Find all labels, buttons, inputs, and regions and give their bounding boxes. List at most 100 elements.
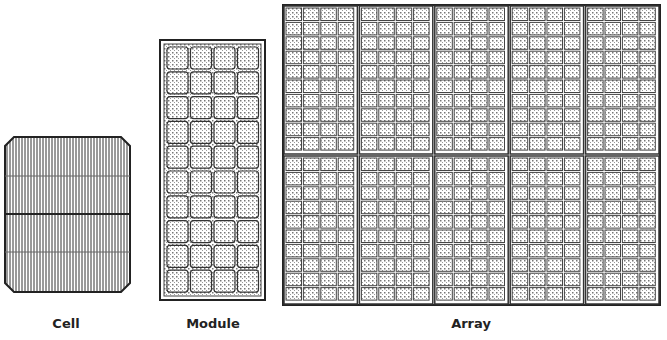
array-cell (564, 94, 580, 107)
array-cell (605, 94, 621, 107)
array-cell (338, 66, 354, 79)
array-cell (321, 94, 337, 107)
array-cell (414, 123, 430, 136)
array-cell (588, 80, 604, 93)
array-cell (530, 259, 546, 272)
array-cell (530, 288, 546, 301)
array-cell (489, 138, 505, 151)
array-cell (530, 273, 546, 286)
array-cell (530, 22, 546, 35)
array-cell (396, 288, 412, 301)
array-cell (338, 216, 354, 229)
array-cell (605, 216, 621, 229)
array-cell (472, 230, 488, 243)
array-cell (512, 216, 528, 229)
array-cell (286, 230, 302, 243)
array-cell (547, 172, 563, 185)
array-cell (489, 51, 505, 64)
array-cell (530, 37, 546, 50)
array-cell (321, 158, 337, 171)
array-cell (564, 288, 580, 301)
array-cell (286, 123, 302, 136)
array-cell (379, 172, 395, 185)
array-cell (472, 37, 488, 50)
array-cell (286, 172, 302, 185)
array-cell (414, 187, 430, 200)
array-cell (379, 288, 395, 301)
array-cell (379, 123, 395, 136)
module-cell (214, 196, 235, 218)
array-cell (588, 109, 604, 122)
array-cell (321, 244, 337, 257)
array-cell (564, 172, 580, 185)
array-cell (338, 230, 354, 243)
array-cell (564, 201, 580, 214)
module-cell (167, 270, 188, 292)
array-cell (605, 80, 621, 93)
module-cell (238, 196, 259, 218)
array-cell (379, 94, 395, 107)
array-cell (472, 259, 488, 272)
array-cell (622, 216, 638, 229)
array-cell (338, 187, 354, 200)
array-cell (640, 273, 656, 286)
module-cell (238, 221, 259, 243)
array-cell (396, 273, 412, 286)
solar-module (160, 40, 265, 300)
array-cell (379, 187, 395, 200)
array-cell (454, 158, 470, 171)
array-cell (437, 66, 453, 79)
array-cell (622, 66, 638, 79)
array-cell (605, 22, 621, 35)
array-module (435, 6, 508, 154)
array-cell (564, 259, 580, 272)
array-cell (564, 216, 580, 229)
array-cell (414, 158, 430, 171)
module-cell (167, 221, 188, 243)
array-cell (588, 51, 604, 64)
array-cell (303, 230, 319, 243)
array-cell (303, 94, 319, 107)
array-cell (338, 8, 354, 21)
array-cell (414, 216, 430, 229)
array-cell (622, 273, 638, 286)
array-cell (414, 259, 430, 272)
array-cell (605, 273, 621, 286)
array-cell (588, 230, 604, 243)
array-cell (303, 288, 319, 301)
array-cell (622, 158, 638, 171)
array-cell (454, 94, 470, 107)
array-cell (489, 158, 505, 171)
array-cell (454, 37, 470, 50)
array-cell (361, 138, 377, 151)
array-cell (530, 216, 546, 229)
array-cell (640, 51, 656, 64)
array-cell (588, 259, 604, 272)
array-cell (437, 230, 453, 243)
array-cell (530, 244, 546, 257)
array-cell (564, 138, 580, 151)
array-cell (396, 201, 412, 214)
array-cell (512, 94, 528, 107)
array-cell (321, 37, 337, 50)
array-cell (414, 37, 430, 50)
array-cell (588, 244, 604, 257)
module-cell (214, 72, 235, 94)
array-cell (396, 66, 412, 79)
module-cell (167, 146, 188, 168)
array-cell (622, 80, 638, 93)
array-cell (512, 259, 528, 272)
array-module (586, 156, 659, 304)
array-cell (640, 216, 656, 229)
array-cell (564, 109, 580, 122)
module-cell (214, 245, 235, 267)
module-cell (191, 245, 212, 267)
array-cell (303, 259, 319, 272)
array-cell (437, 273, 453, 286)
module-cell (191, 72, 212, 94)
array-cell (286, 187, 302, 200)
array-cell (379, 158, 395, 171)
array-cell (605, 244, 621, 257)
array-cell (547, 158, 563, 171)
array-cell (437, 51, 453, 64)
